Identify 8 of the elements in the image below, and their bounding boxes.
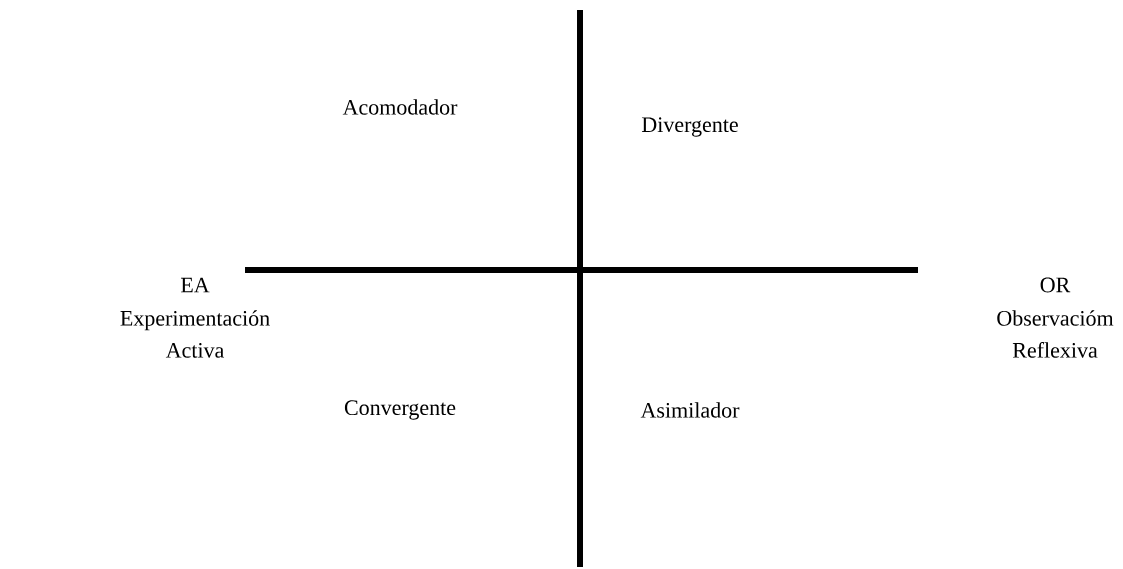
axis-label: EA xyxy=(181,277,210,293)
quadrant-label: Asimilador xyxy=(640,402,740,418)
axis-label: Experimentación Activa xyxy=(120,310,270,358)
quadrant-label: Acomodador xyxy=(342,99,458,115)
quadrant-label: Convergente xyxy=(344,400,456,420)
quadrant-label: Divergente xyxy=(641,117,738,137)
axis-label: Observacióm Reflexiva xyxy=(997,310,1114,358)
axis-label: OR xyxy=(1040,277,1071,293)
